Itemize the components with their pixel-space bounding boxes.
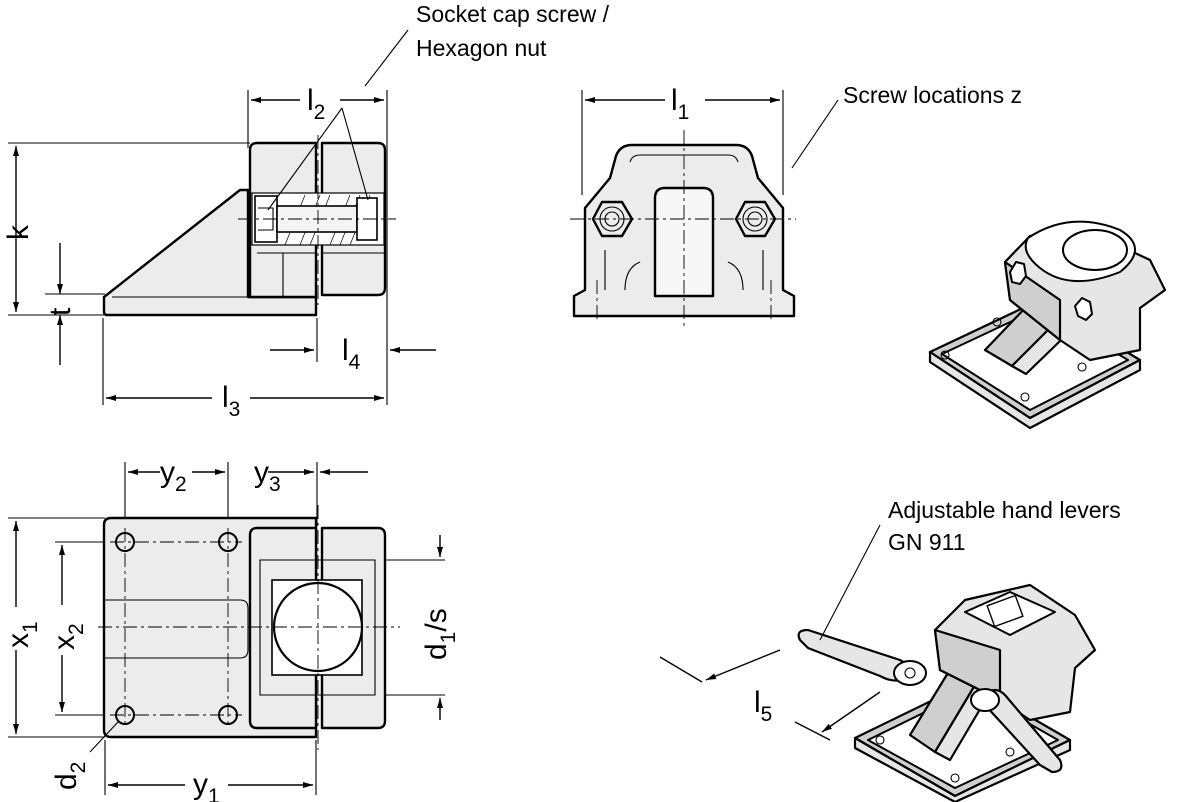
front-view — [570, 90, 839, 330]
iso-view-with-levers — [659, 524, 1097, 802]
dim-d2-label: d2 — [50, 762, 90, 790]
hex-nut-callout: Hexagon nut — [416, 35, 547, 61]
gn911-callout: GN 911 — [888, 529, 966, 555]
dim-y1-label: y1 — [193, 768, 220, 802]
dim-y2-label: y2 — [160, 456, 187, 496]
dim-t-label: t — [44, 307, 77, 316]
dim-x1-label: x1 — [2, 621, 42, 648]
dim-l2-label: l2 — [307, 84, 325, 124]
screw-locations-callout: Screw locations z — [843, 82, 1022, 108]
socket-screw-callout: Socket cap screw / — [416, 1, 610, 27]
dim-x2-label: x2 — [48, 623, 88, 650]
dim-d1s-label: d1/s — [420, 608, 460, 660]
hand-levers-callout: Adjustable hand levers — [888, 497, 1121, 523]
dim-l5-label: l5 — [754, 686, 772, 726]
dim-l1-label: l1 — [671, 84, 689, 124]
side-view — [8, 29, 436, 405]
dim-k-label: k — [2, 224, 35, 240]
dim-l4-label: l4 — [342, 334, 361, 374]
iso-view-clamp — [928, 220, 1167, 430]
dim-l3-label: l3 — [222, 381, 240, 421]
plan-view — [8, 462, 445, 795]
dim-y3-label: y3 — [254, 456, 281, 496]
